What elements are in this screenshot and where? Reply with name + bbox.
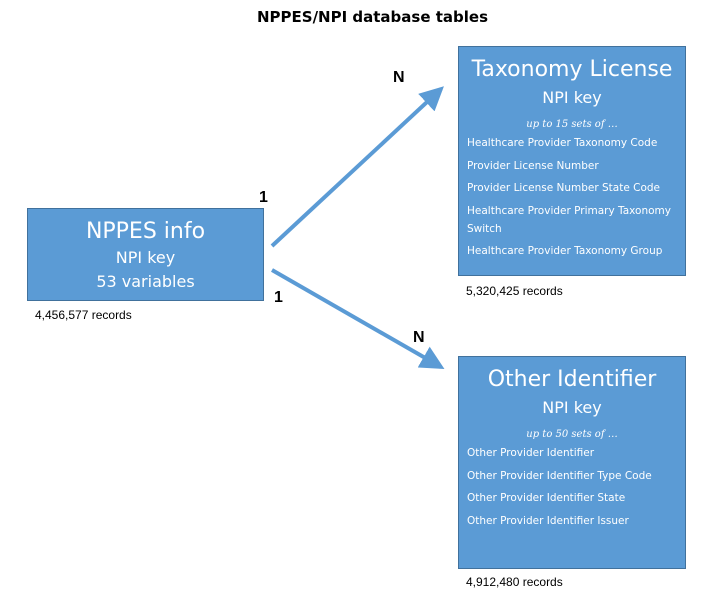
nppes-info-box: NPPES info NPI key 53 variables — [27, 208, 264, 301]
other-up-to-note: up to 50 sets of … — [526, 429, 618, 440]
arrow-to-taxonomy-license — [270, 86, 444, 248]
other-identifier-field: Other Provider Identifier Type Code — [467, 469, 652, 482]
taxonomy-field: Provider License Number — [467, 159, 599, 172]
cardinality-taxonomy-one: 1 — [259, 189, 268, 206]
nppes-info-key: NPI key — [115, 248, 176, 267]
nppes-info-records: 4,456,577 records — [35, 308, 132, 322]
other-identifier-box: Other Identifier NPI key up to 50 sets o… — [458, 356, 686, 569]
nppes-info-variables: 53 variables — [96, 272, 195, 291]
taxonomy-field: Healthcare Provider Taxonomy Code — [467, 137, 658, 149]
other-identifier-records: 4,912,480 records — [466, 575, 563, 589]
taxonomy-field: Healthcare Provider Taxonomy Group — [467, 245, 663, 257]
taxonomy-field: Healthcare Provider Primary Taxonomy Swi… — [467, 204, 671, 235]
taxonomy-license-box: Taxonomy License NPI key up to 15 sets o… — [458, 46, 686, 276]
other-identifier-key: NPI key — [542, 398, 602, 417]
other-identifier-field: Other Provider Identifier — [467, 447, 595, 459]
taxonomy-license-key: NPI key — [542, 88, 602, 107]
diagram-title: NPPES/NPI database tables — [256, 8, 489, 26]
cardinality-taxonomy-many: N — [393, 69, 405, 86]
cardinality-other-many: N — [413, 329, 425, 346]
cardinality-other-one: 1 — [274, 289, 283, 306]
arrow-to-other-identifier — [271, 268, 445, 369]
taxonomy-license-records: 5,320,425 records — [466, 284, 563, 298]
other-identifier-field: Other Provider Identifier Issuer — [467, 514, 629, 527]
other-identifier-title: Other Identifier — [487, 367, 657, 392]
other-identifier-field: Other Provider Identifier State — [467, 492, 626, 504]
taxonomy-license-title: Taxonomy License — [471, 57, 673, 82]
taxonomy-field: Provider License Number State Code — [467, 182, 661, 194]
nppes-info-title: NPPES info — [85, 219, 206, 244]
taxonomy-up-to-note: up to 15 sets of … — [526, 119, 618, 130]
